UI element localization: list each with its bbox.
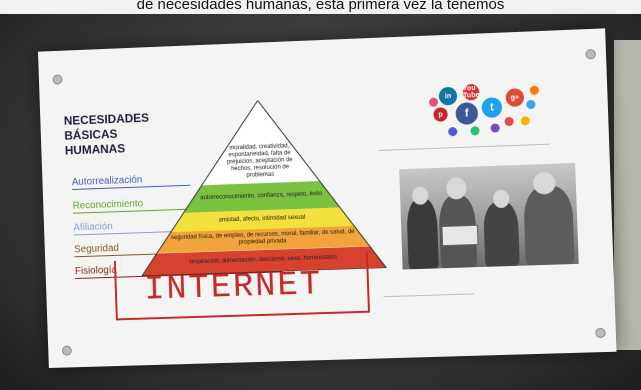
laptop-icon — [441, 224, 479, 247]
social-dot-icon — [490, 123, 500, 133]
person-figure — [483, 201, 520, 267]
social-dot-icon — [448, 126, 458, 137]
divider — [378, 143, 551, 151]
subtitle-caption: de necesidades humanas, esta primera vez… — [0, 0, 641, 14]
adjacent-wall — [614, 40, 641, 350]
level-label: Fisiología — [74, 264, 118, 278]
pinterest-icon: p — [433, 107, 448, 122]
social-dot-icon — [470, 126, 480, 136]
elderly-women-photo — [399, 162, 579, 270]
divider — [383, 293, 475, 298]
googleplus-icon: g+ — [505, 88, 525, 107]
twitter-icon: t — [481, 97, 503, 118]
person-figure — [523, 185, 575, 266]
facebook-icon: f — [455, 102, 479, 125]
screw-icon — [61, 345, 72, 356]
social-dot-icon — [526, 99, 536, 110]
youtube-icon: You Tube — [462, 83, 480, 101]
screw-icon — [595, 327, 606, 339]
internet-label: INTERNET — [143, 266, 323, 310]
projected-slide: NECESIDADES BÁSICAS HUMANAS Autorrealiza… — [37, 28, 617, 369]
pyramid-outline — [136, 96, 386, 276]
screw-icon — [585, 48, 596, 60]
social-dot-icon — [504, 116, 514, 127]
social-dot-icon — [529, 85, 540, 95]
social-dot-icon — [520, 116, 531, 126]
level-label: Seguridad — [74, 242, 120, 256]
level-label: Afiliación — [73, 221, 113, 234]
person-figure — [406, 198, 439, 270]
screw-icon — [52, 74, 63, 85]
maslow-pyramid: moralidad, creatividad, espontaneidad, f… — [136, 95, 386, 276]
linkedin-icon: in — [438, 86, 458, 106]
social-dot-icon — [428, 97, 439, 107]
